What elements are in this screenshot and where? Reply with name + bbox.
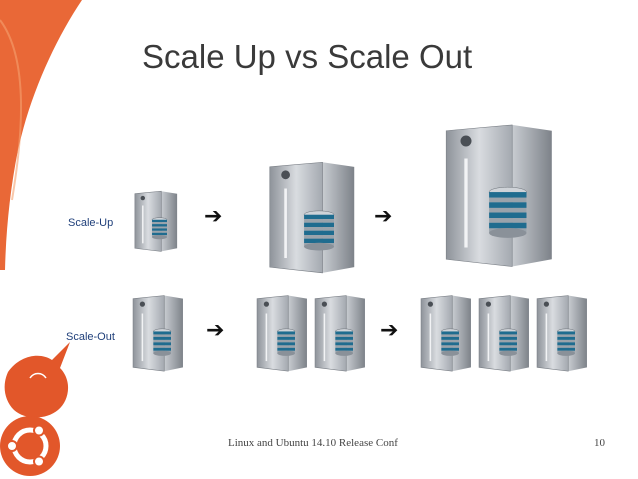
server-icon [478,295,529,372]
arrow-icon: ➔ [374,204,393,229]
arrow-icon: ➔ [206,318,225,343]
scale-up-label: Scale-Up [68,217,114,229]
server-icon [132,295,183,372]
server-icon [445,124,552,267]
database-icon [153,328,172,356]
database-icon [277,328,296,356]
database-icon [151,217,168,240]
server-out-4 [420,294,472,372]
scale-out-label: Scale-Out [66,331,115,343]
server-icon [536,295,587,372]
server-medium [268,160,356,274]
server-out-6 [536,294,588,372]
arrow-icon: ➔ [204,204,223,229]
database-icon [488,186,527,238]
server-small [134,190,178,252]
server-large [444,122,554,268]
database-icon [499,328,518,356]
orange-swoosh [0,0,82,270]
page-number: 10 [594,437,605,449]
database-icon [441,328,460,356]
slide-title: Scale Up vs Scale Out [142,38,473,75]
database-icon [303,210,335,251]
server-out-1 [132,294,184,372]
server-icon [134,190,178,252]
database-icon [557,328,576,356]
slide-footer: Linux and Ubuntu 14.10 Release Conf [228,437,398,449]
server-icon [420,295,471,372]
unicorn-icon [4,342,70,418]
server-out-5 [478,294,530,372]
ubuntu-logo-icon [0,416,60,476]
database-icon [335,328,354,356]
server-out-3 [314,294,366,372]
server-icon [314,295,365,372]
arrow-icon: ➔ [380,318,399,343]
server-icon [256,295,307,372]
server-out-2 [256,294,308,372]
server-icon [269,161,355,274]
